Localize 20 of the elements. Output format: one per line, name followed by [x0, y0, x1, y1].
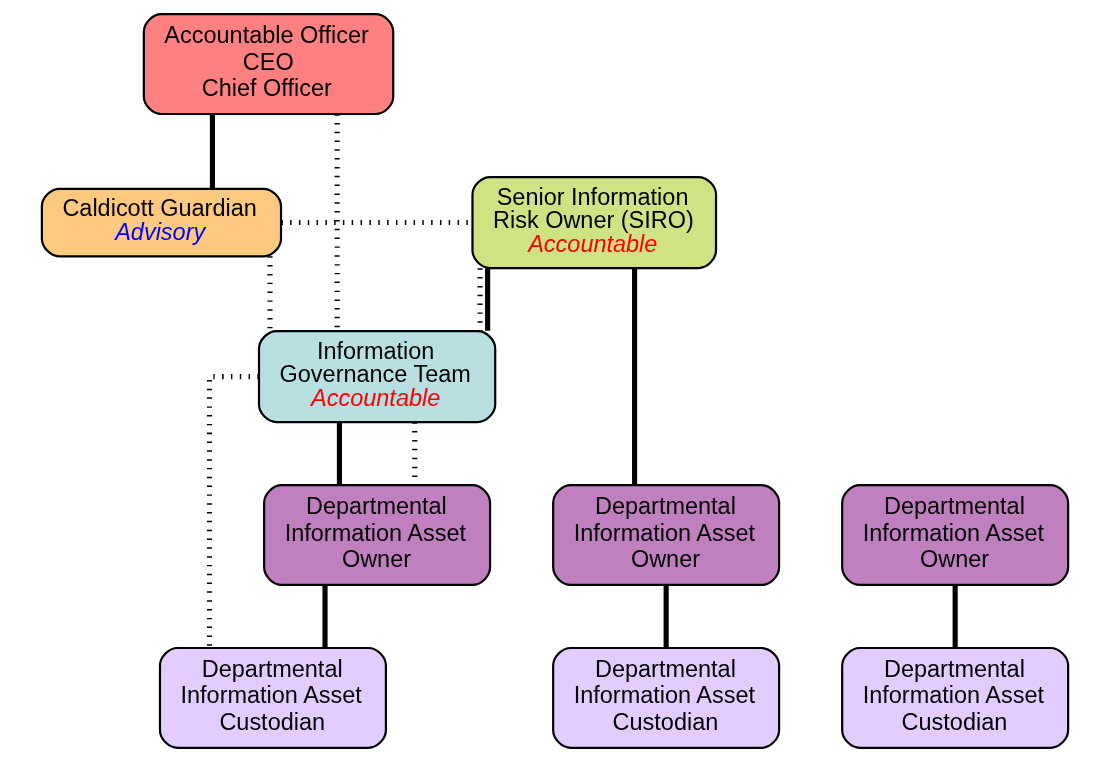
node-box: Departmental Information Asset Custodian — [158, 646, 387, 749]
connector — [952, 585, 958, 648]
node-box: Departmental Information Asset Owner — [552, 484, 781, 587]
connector — [209, 114, 215, 189]
node-box: Departmental Information Asset Owner — [263, 484, 492, 587]
node-box: Departmental Information Asset Custodian — [552, 646, 781, 749]
node-box: Information Governance Team Accountable — [257, 330, 497, 424]
node-box: Accountable Officer CEO Chief Officer — [142, 13, 395, 116]
node-box: Caldicott Guardian Advisory — [40, 187, 283, 258]
connector — [485, 268, 491, 331]
connector — [206, 374, 259, 648]
connector — [477, 268, 483, 331]
connector — [336, 422, 342, 485]
connector — [663, 585, 669, 648]
connector — [322, 585, 328, 648]
node-box: Departmental Information Asset Owner — [841, 484, 1070, 587]
node-box: Departmental Information Asset Custodian — [841, 646, 1070, 749]
connector — [632, 268, 638, 486]
node-box: Senior Information Risk Owner (SIRO) Accountable — [471, 175, 718, 270]
connector — [267, 256, 273, 331]
